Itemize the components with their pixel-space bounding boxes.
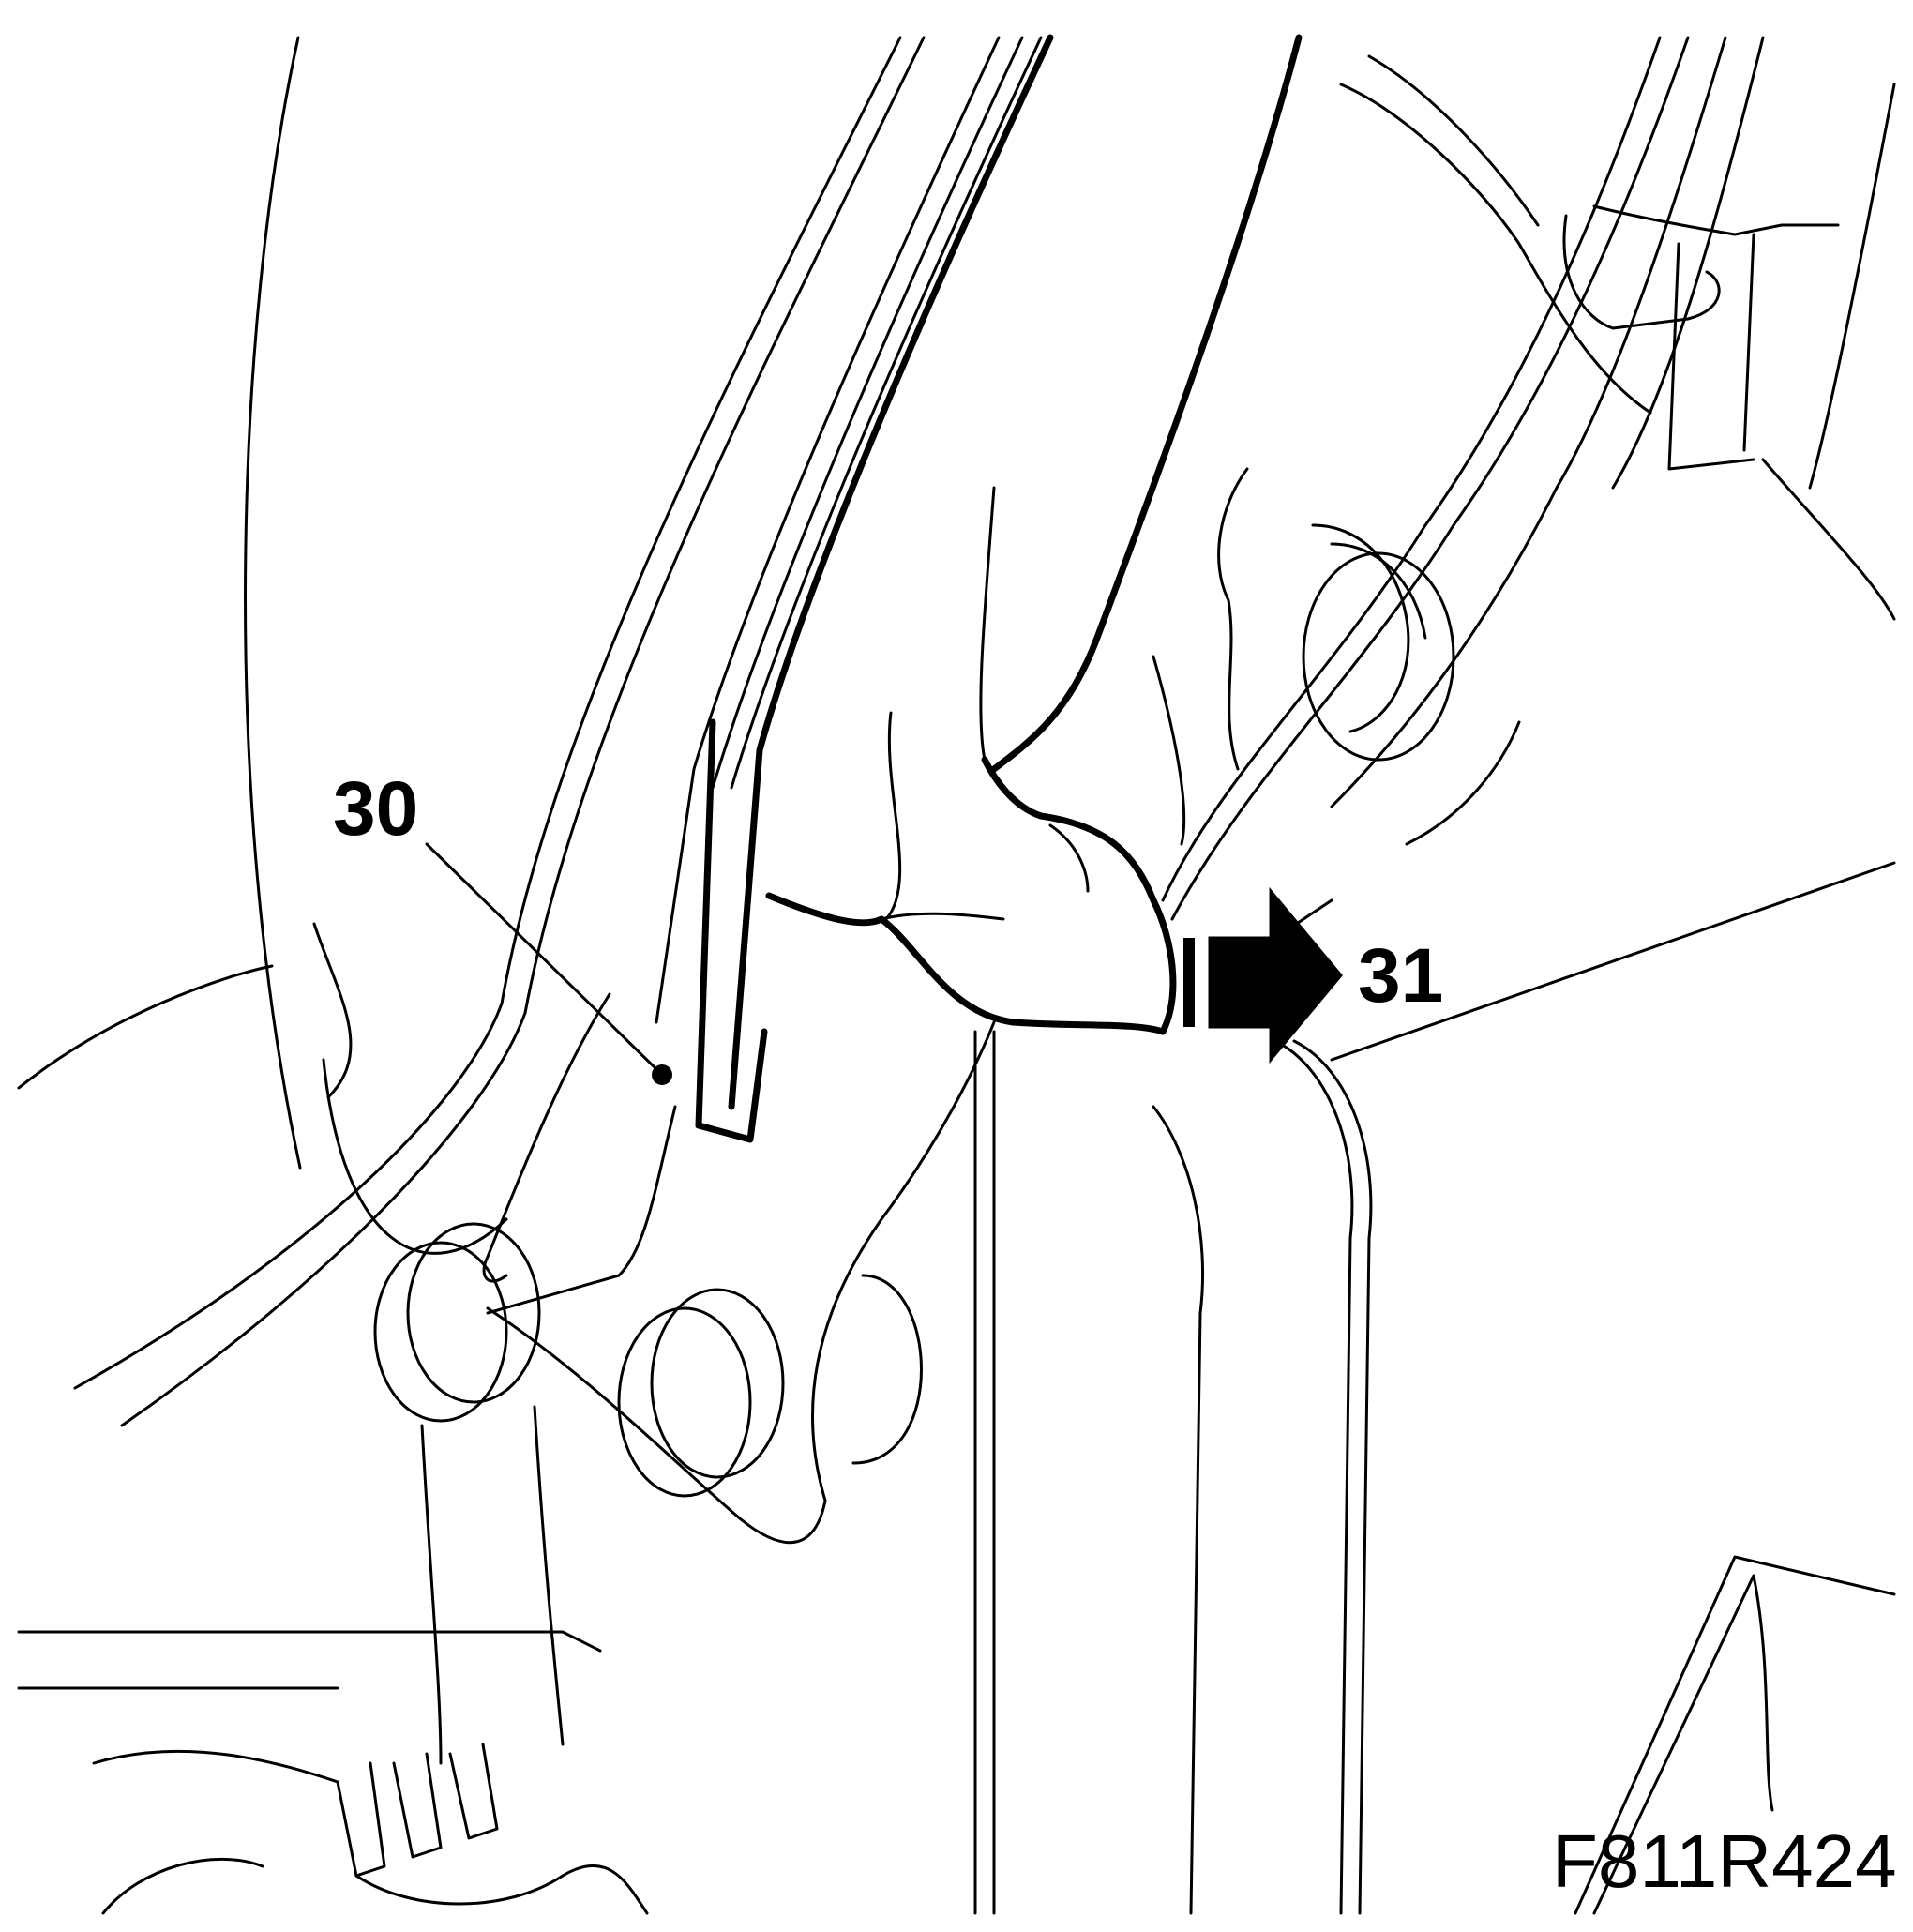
vertical-posts (973, 861, 1896, 1915)
lower-left-bracket (17, 1630, 649, 1915)
seal-boot (765, 486, 1177, 1035)
diagonal-tubes (73, 34, 1054, 1427)
callout-label-31: 31 (1358, 933, 1444, 1019)
callout-30-leader (425, 842, 672, 1085)
lower-right-frame (1574, 1555, 1896, 1915)
callout-label-30: 30 (333, 766, 419, 852)
right-tubes (990, 34, 1896, 921)
tube-clamp (1562, 204, 1840, 471)
left-body-panel (17, 36, 508, 1255)
hinge-arm (373, 718, 996, 1765)
figure-reference-id: F811R424 (1552, 1819, 1897, 1903)
direction-arrow (1183, 886, 1343, 1064)
centre-mechanism (1152, 467, 1521, 977)
